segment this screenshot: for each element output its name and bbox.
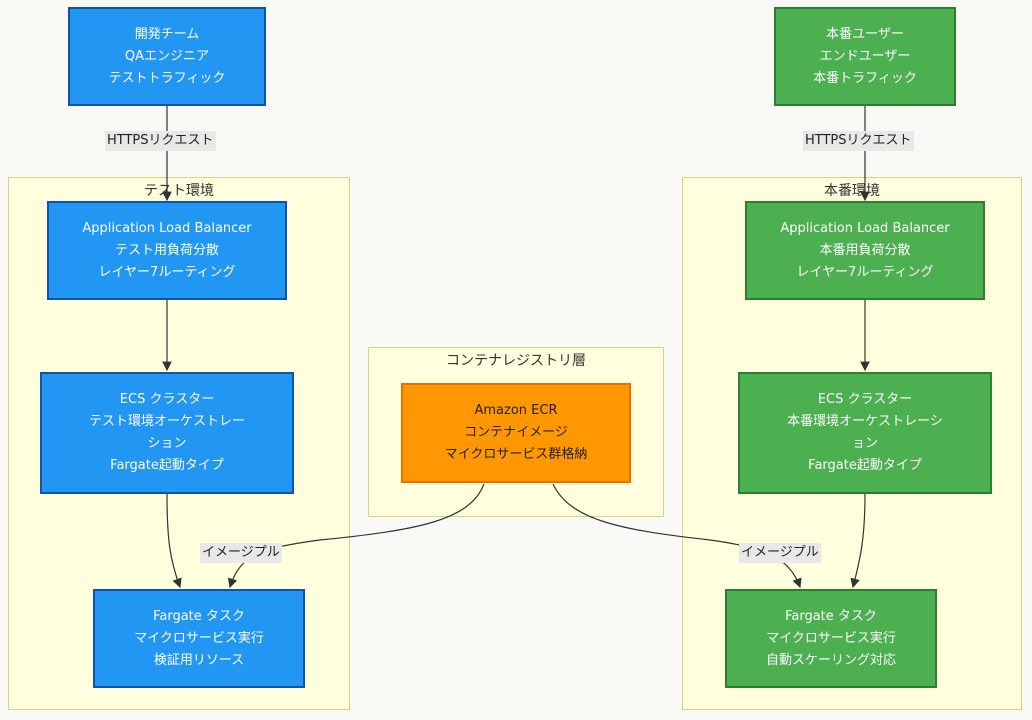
node-ecr-line-1: Amazon ECR (474, 403, 558, 418)
node-alb-test-line-3: レイヤー7ルーティング (98, 264, 236, 280)
node-ecr-line-2: コンテナイメージ (464, 425, 568, 440)
node-dev-team[interactable]: 開発チーム QAエンジニア テストトラフィック (68, 7, 266, 106)
node-alb-test-line-1: Application Load Balancer (82, 220, 252, 236)
node-ecs-test-line-1: ECS クラスター (119, 392, 215, 407)
node-alb-test-line-2: テスト用負荷分散 (114, 242, 219, 258)
edge-ecr-to-task-test (227, 483, 485, 589)
node-dev-team-line-3: テストトラフィック (108, 70, 226, 86)
edge-ecs-prod-to-task-prod (850, 493, 866, 589)
node-alb-prod-line-3: レイヤー7ルーティング (796, 264, 934, 280)
node-ecr-line-3: マイクロサービス群格納 (444, 447, 588, 462)
node-ecs-prod-line-2: 本番環境オーケストレーシ (787, 414, 943, 429)
node-ecs-test-line-3: ション (147, 436, 187, 451)
node-ecs-prod-line-1: ECS クラスター (817, 392, 913, 407)
edge-label-https-prod: HTTPSリクエスト (803, 131, 914, 151)
cluster-title-test: テスト環境 (144, 183, 214, 199)
edge-label-pull-prod: イメージプル (739, 543, 821, 563)
node-task-test-line-3: 検証用リソース (153, 652, 245, 668)
edge-label-pull-test: イメージプル (200, 543, 282, 563)
node-ecs-test[interactable]: ECS クラスター テスト環境オーケストレー ション Fargate起動タイプ (40, 372, 294, 494)
node-ecs-test-line-2: テスト環境オーケストレー (88, 414, 245, 429)
node-prod-users[interactable]: 本番ユーザー エンドユーザー 本番トラフィック (774, 7, 956, 106)
edge-ecr-to-task-prod (552, 483, 802, 589)
node-prod-users-line-2: エンドユーザー (819, 48, 911, 64)
node-task-test-line-1: Fargate タスク (153, 608, 245, 624)
node-alb-prod[interactable]: Application Load Balancer 本番用負荷分散 レイヤー7ル… (745, 201, 985, 300)
node-alb-prod-line-2: 本番用負荷分散 (819, 242, 911, 258)
node-ecs-prod-line-3: ョン (851, 436, 878, 451)
node-task-test[interactable]: Fargate タスク マイクロサービス実行 検証用リソース (93, 589, 305, 688)
node-task-prod[interactable]: Fargate タスク マイクロサービス実行 自動スケーリング対応 (725, 589, 937, 688)
node-ecs-prod-line-4: Fargate起動タイプ (808, 458, 922, 473)
edge-label-https-test: HTTPSリクエスト (105, 131, 216, 151)
node-task-prod-line-1: Fargate タスク (785, 608, 877, 624)
node-ecs-prod[interactable]: ECS クラスター 本番環境オーケストレーシ ョン Fargate起動タイプ (738, 372, 992, 494)
node-task-prod-line-2: マイクロサービス実行 (766, 630, 896, 646)
node-alb-prod-line-1: Application Load Balancer (780, 220, 950, 236)
node-task-prod-line-3: 自動スケーリング対応 (765, 652, 896, 668)
node-prod-users-line-1: 本番ユーザー (826, 26, 904, 42)
node-ecs-test-line-4: Fargate起動タイプ (110, 458, 224, 473)
node-amazon-ecr[interactable]: Amazon ECR コンテナイメージ マイクロサービス群格納 (401, 383, 631, 483)
cluster-title-registry: コンテナレジストリ層 (446, 353, 586, 369)
node-dev-team-line-1: 開発チーム (134, 26, 200, 42)
node-alb-test[interactable]: Application Load Balancer テスト用負荷分散 レイヤー7… (47, 201, 287, 300)
edge-ecs-test-to-task-test (166, 493, 182, 589)
node-dev-team-line-2: QAエンジニア (124, 48, 210, 64)
node-task-test-line-2: マイクロサービス実行 (134, 630, 264, 646)
node-prod-users-line-3: 本番トラフィック (813, 70, 917, 86)
